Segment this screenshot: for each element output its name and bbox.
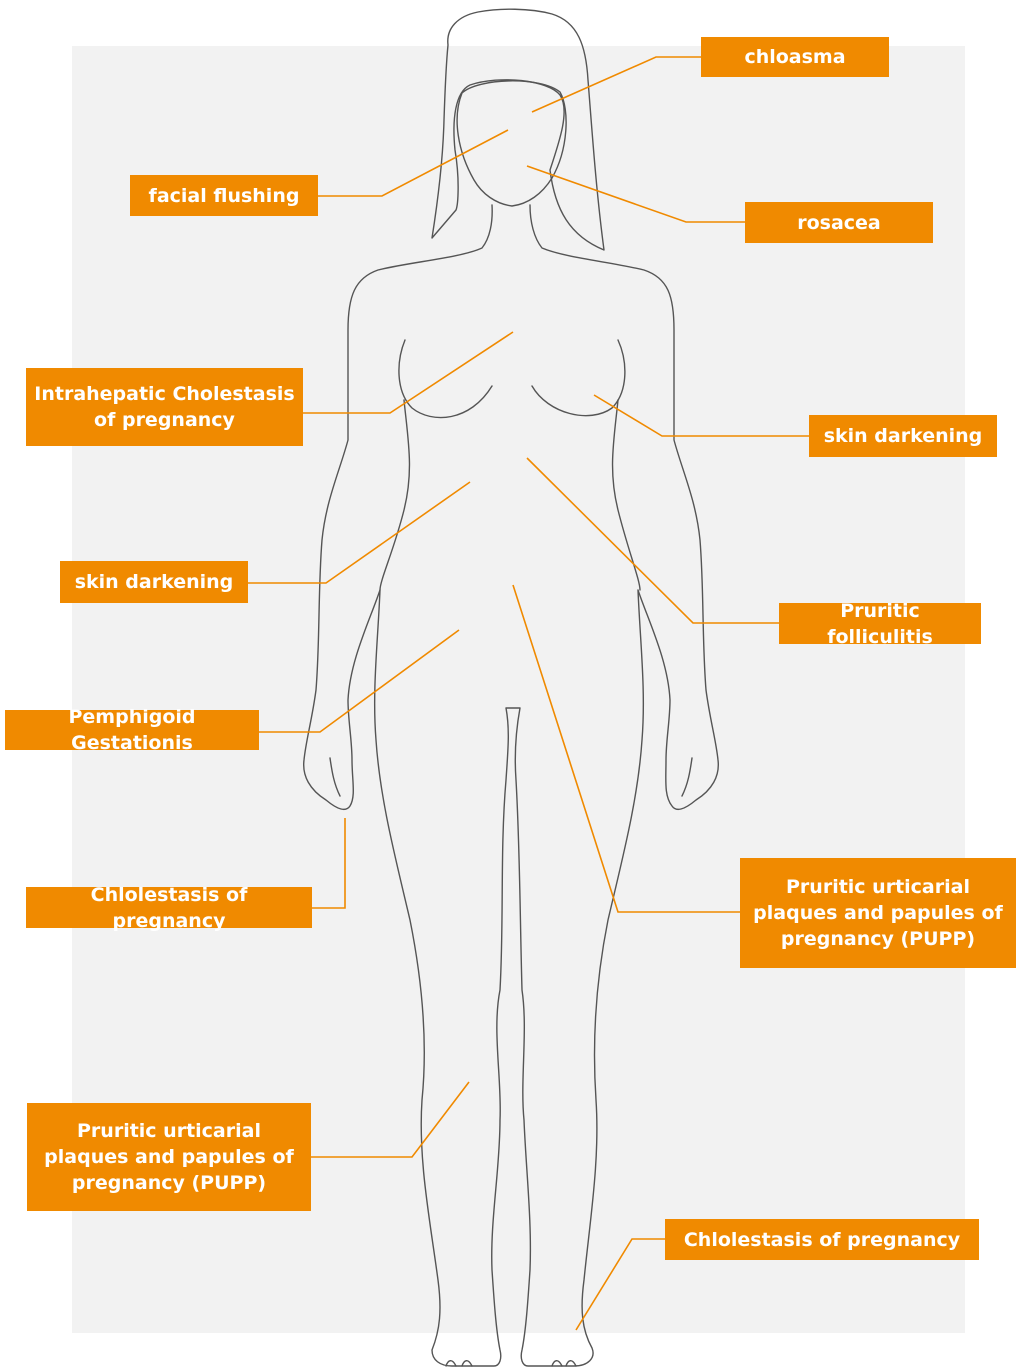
leader-chlolestasis-foot — [576, 1239, 665, 1330]
leader-pupp-right — [513, 585, 740, 912]
label-skin-darkening-right: skin darkening — [809, 415, 997, 457]
leader-pruritic-folliculitis — [527, 458, 779, 623]
right-hand-detail — [682, 758, 692, 796]
leader-ich — [303, 332, 513, 413]
leader-facial-flushing — [318, 130, 508, 196]
label-intrahepatic-cholestasis: Intrahepatic Cholestasis of pregnancy — [26, 368, 303, 446]
female-body-outline — [304, 9, 719, 1366]
leader-lines — [248, 57, 809, 1330]
label-chlolestasis-foot: Chlolestasis of pregnancy — [665, 1219, 979, 1260]
label-chlolestasis-hand: Chlolestasis of pregnancy — [26, 887, 312, 928]
label-rosacea: rosacea — [745, 202, 933, 243]
left-breast — [399, 340, 492, 418]
left-foot-toes — [446, 1361, 472, 1366]
body-outline — [304, 205, 719, 1366]
right-foot-toes — [552, 1361, 576, 1366]
leader-chloasma — [532, 57, 701, 112]
leader-skin-darkening-right — [594, 395, 809, 436]
leader-rosacea — [527, 166, 745, 222]
label-chloasma: chloasma — [701, 37, 889, 77]
right-inner-arm — [613, 400, 640, 590]
left-inner-arm — [380, 400, 409, 590]
label-skin-darkening-left: skin darkening — [60, 561, 248, 603]
left-hand-detail — [330, 758, 340, 796]
label-pupp-left: Pruritic urticarial plaques and papules … — [27, 1103, 311, 1211]
leader-skin-darkening-left — [248, 482, 470, 583]
label-pemphigoid-gestationis: Pemphigoid Gestationis — [5, 710, 259, 750]
leader-chlolestasis-hand — [312, 818, 345, 908]
face-outline — [457, 81, 566, 206]
label-facial-flushing: facial flushing — [130, 175, 318, 216]
leader-pupp-left — [311, 1082, 469, 1157]
label-pruritic-folliculitis: Pruritic folliculitis — [779, 603, 981, 644]
label-pupp-right: Pruritic urticarial plaques and papules … — [740, 858, 1016, 968]
